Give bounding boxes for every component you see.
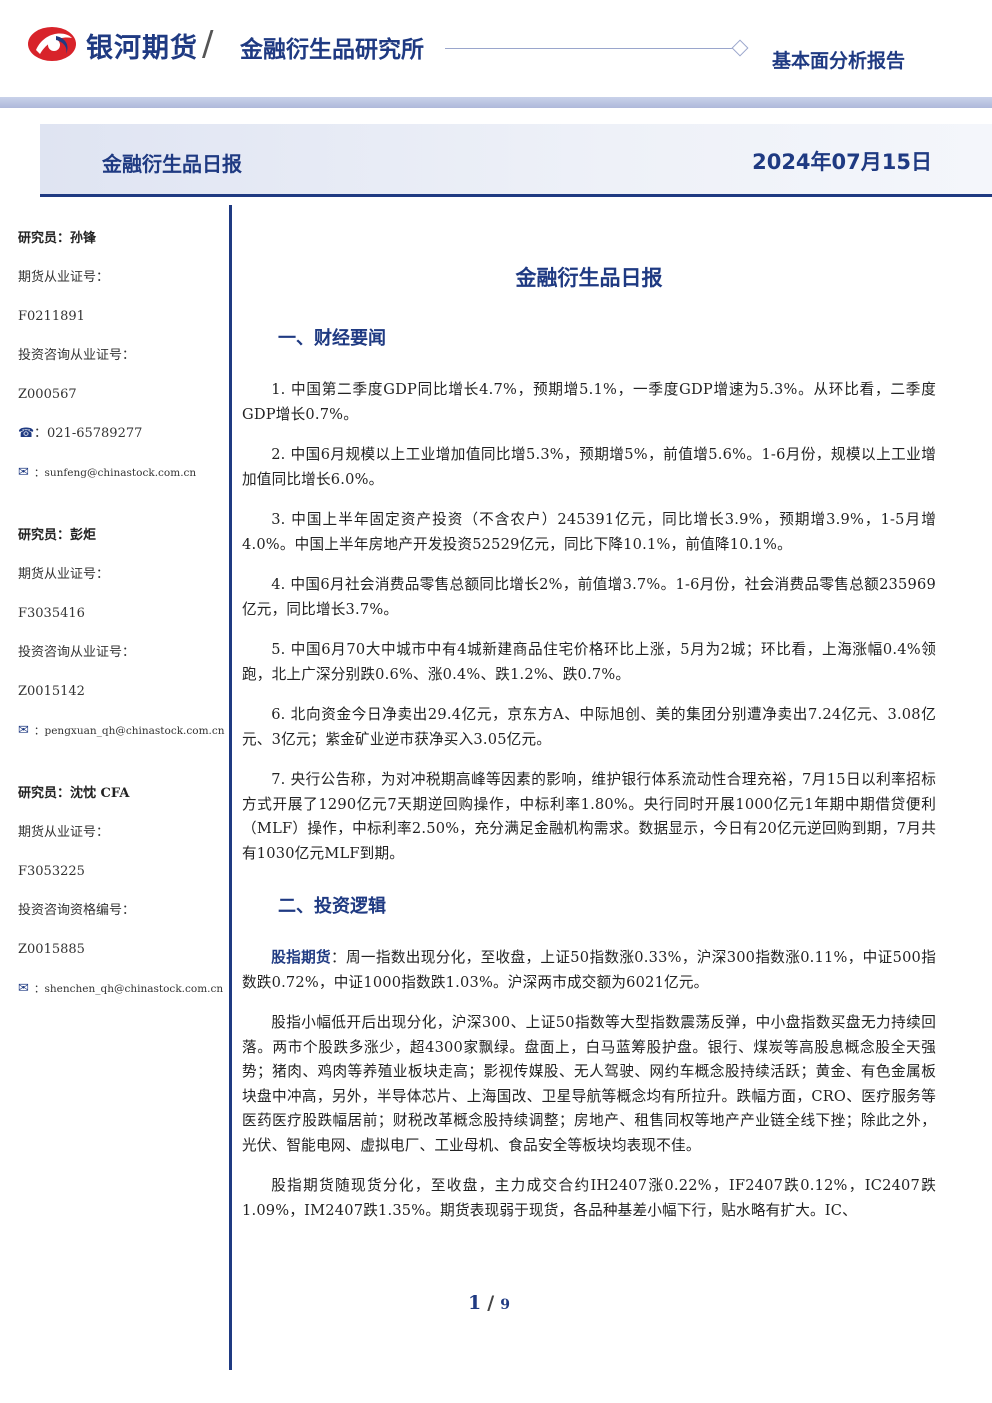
email-link[interactable]: sunfeng@chinastock.com.cn — [44, 467, 197, 479]
institute-name: 金融衍生品研究所 — [240, 37, 424, 63]
license-label: 期货从业证号： — [18, 825, 110, 840]
news-item: 3. 中国上半年固定资产投资（不含农户）245391亿元，同比增长3.9%，预期… — [242, 511, 936, 553]
logic-paragraph: 股指期货：周一指数出现分化，至收盘，上证50指数涨0.33%，沪深300指数涨0… — [242, 946, 936, 995]
document-title: 金融衍生品日报 — [515, 266, 663, 290]
header-band — [0, 97, 992, 108]
diamond-ornament — [731, 39, 749, 57]
mail-icon: ✉ — [18, 981, 29, 996]
license-label: 期货从业证号： — [18, 270, 110, 285]
report-date: 2024年07月15日 — [752, 150, 932, 174]
license-number: F0211891 — [18, 309, 85, 324]
report-header: 银河期货 / 金融衍生品研究所 基本面分析报告 — [0, 0, 992, 110]
title-bar: 金融衍生品日报 2024年07月15日 — [40, 124, 992, 197]
consult-number: Z0015142 — [18, 684, 85, 699]
email-row: ✉：shenchen_qh@chinastock.com.cn — [18, 978, 230, 1017]
researcher-card: 研究员：彭炬 期货从业证号： F3035416 投资咨询从业证号： Z00151… — [18, 525, 230, 759]
email-link[interactable]: pengxuan_qh@chinastock.com.cn — [44, 725, 225, 737]
page-separator: / — [487, 1292, 495, 1314]
section-heading-logic: 二、投资逻辑 — [278, 896, 386, 917]
logic-paragraph: 股指小幅低开后出现分化，沪深300、上证50指数等大型指数震荡反弹，中小盘指数买… — [242, 1014, 936, 1154]
logic-paragraph: 股指期货随现货分化，至收盘，主力成交合约IH2407涨0.22%，IF2407跌… — [242, 1177, 936, 1219]
report-series-title: 金融衍生品日报 — [102, 152, 242, 176]
consult-number: Z0015885 — [18, 942, 85, 957]
email-row: ✉：pengxuan_qh@chinastock.com.cn — [18, 720, 230, 759]
news-item: 1. 中国第二季度GDP同比增长4.7%，预期增5.1%，一季度GDP增速为5.… — [242, 381, 936, 423]
researcher-card: 研究员：沈忱 CFA 期货从业证号： F3053225 投资咨询资格编号： Z0… — [18, 783, 230, 1017]
license-number: F3035416 — [18, 606, 85, 621]
section-heading-news: 一、财经要闻 — [278, 328, 386, 349]
news-item: 2. 中国6月规模以上工业增加值同比增5.3%，预期增5%，前值增5.6%。1-… — [242, 446, 936, 488]
consult-number: Z000567 — [18, 387, 77, 402]
logic-text: ：周一指数出现分化，至收盘，上证50指数涨0.33%，沪深300指数涨0.11%… — [242, 949, 936, 991]
report-type: 基本面分析报告 — [772, 50, 906, 72]
researcher-name: 研究员：沈忱 CFA — [18, 786, 130, 801]
consult-label: 投资咨询从业证号： — [18, 645, 136, 660]
report-body: 金融衍生品日报 一、财经要闻 1. 中国第二季度GDP同比增长4.7%，预期增5… — [242, 262, 936, 1239]
email-link[interactable]: shenchen_qh@chinastock.com.cn — [44, 983, 224, 995]
total-pages: 9 — [500, 1297, 510, 1313]
news-item: 4. 中国6月社会消费品零售总额同比增长2%，前值增3.7%。1-6月份，社会消… — [242, 576, 936, 618]
sidebar-divider — [229, 205, 232, 1370]
phone-number: 021-65789277 — [47, 426, 143, 441]
header-divider: / — [202, 24, 214, 64]
mail-icon: ✉ — [18, 723, 29, 738]
consult-label: 投资咨询从业证号： — [18, 348, 136, 363]
logic-keyword: 股指期货 — [271, 949, 332, 966]
news-item: 6. 北向资金今日净卖出29.4亿元，京东方A、中际旭创、美的集团分别遭净卖出7… — [242, 706, 936, 748]
license-number: F3053225 — [18, 864, 85, 879]
phone-row: ☎：021-65789277 — [18, 423, 230, 462]
brand-name: 银河期货 — [86, 33, 198, 64]
news-item: 7. 央行公告称，为对冲税期高峰等因素的影响，维护银行体系流动性合理充裕，7月1… — [242, 771, 936, 862]
header-rule — [445, 48, 735, 49]
page-number: 1/ 9 — [468, 1292, 510, 1314]
galaxy-logo-icon — [28, 27, 76, 61]
researcher-name: 研究员：彭炬 — [18, 528, 97, 543]
consult-label: 投资咨询资格编号： — [18, 903, 136, 918]
license-label: 期货从业证号： — [18, 567, 110, 582]
researcher-sidebar: 研究员：孙锋 期货从业证号： F0211891 投资咨询从业证号： Z00056… — [18, 228, 230, 1017]
mail-icon: ✉ — [18, 465, 29, 480]
current-page: 1 — [468, 1292, 482, 1314]
email-row: ✉：sunfeng@chinastock.com.cn — [18, 462, 230, 501]
researcher-name: 研究员：孙锋 — [18, 231, 97, 246]
news-item: 5. 中国6月70大中城市中有4城新建商品住宅价格环比上涨，5月为2城；环比看，… — [242, 641, 936, 683]
researcher-card: 研究员：孙锋 期货从业证号： F0211891 投资咨询从业证号： Z00056… — [18, 228, 230, 501]
phone-icon: ☎ — [18, 426, 35, 441]
